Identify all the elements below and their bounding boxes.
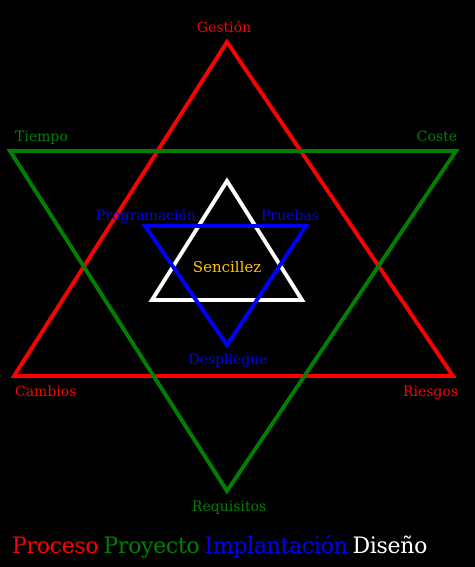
proceso-triangle [10,38,457,378]
legend-diseno: Diseño [352,534,428,559]
legend-proceso: Proceso [12,534,99,559]
legend-proyecto: Proyecto [103,534,200,559]
proyecto-triangle [6,149,460,495]
label-programacion: Programación [96,208,196,224]
label-gestion: Gestión [197,20,251,36]
implantacion-triangle [141,224,310,349]
label-requisitos: Requisitos [192,499,266,515]
label-coste: Coste [417,129,457,145]
label-pruebas: Pruebas [261,208,319,224]
label-cambios: Cambios [15,384,76,400]
label-tiempo: Tiempo [15,129,68,145]
label-sencillez: Sencillez [193,258,261,276]
label-despliegue: Despliegue [188,352,267,368]
diseno-triangle [148,177,306,302]
legend-implantacion: Implantación [204,534,348,559]
label-riesgos: Riesgos [403,384,458,400]
